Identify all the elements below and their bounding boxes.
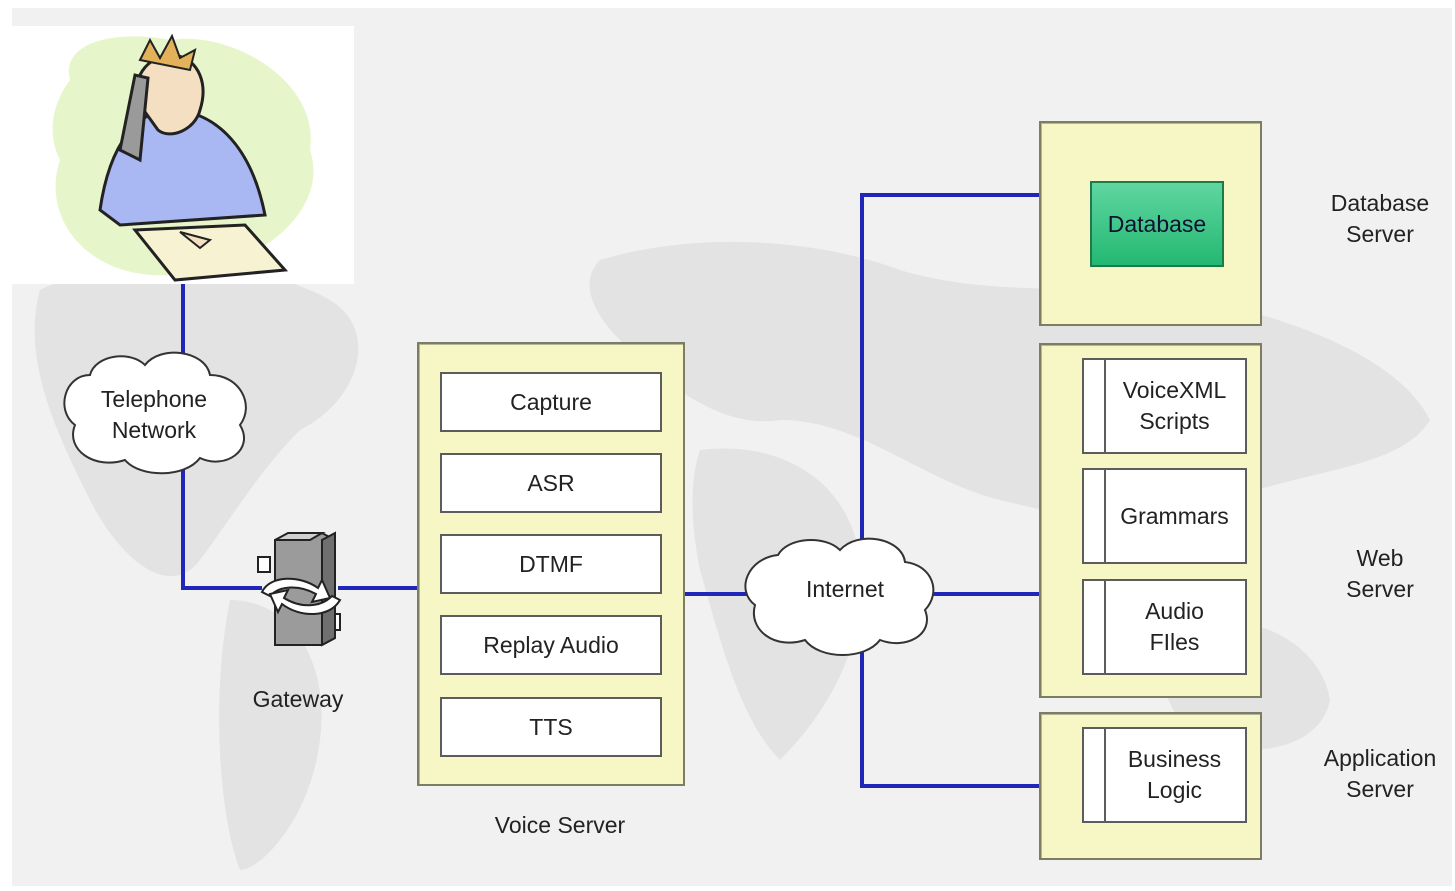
telephone-network-label: Telephone Network bbox=[100, 386, 208, 443]
gateway-label: Gateway bbox=[252, 686, 344, 712]
dtmf-module: DTMF bbox=[440, 534, 662, 594]
voicexml-scripts-module: VoiceXML Scripts bbox=[1082, 358, 1247, 454]
network-links bbox=[181, 193, 1040, 788]
capture-module: Capture bbox=[440, 372, 662, 432]
database-server-label: Database Server bbox=[1330, 190, 1430, 247]
gateway-icon bbox=[257, 531, 342, 647]
web-server-label: Web Server bbox=[1346, 545, 1414, 602]
internet-cloud bbox=[744, 537, 935, 656]
grammars-module: Grammars bbox=[1082, 468, 1247, 564]
tts-module: TTS bbox=[440, 697, 662, 757]
voice-server-label: Voice Server bbox=[494, 812, 626, 838]
link-internet-appserver bbox=[860, 645, 1040, 788]
application-server-label: Application Server bbox=[1323, 745, 1437, 802]
link-internet-database bbox=[860, 193, 1040, 545]
person-on-phone-icon bbox=[52, 33, 314, 282]
audio-files-module: Audio FIles bbox=[1082, 579, 1247, 675]
business-logic-module: Business Logic bbox=[1082, 727, 1247, 823]
link-telephone-gateway bbox=[181, 470, 262, 590]
telephone-network-cloud bbox=[63, 351, 247, 475]
asr-module: ASR bbox=[440, 453, 662, 513]
database-block: Database bbox=[1090, 181, 1224, 267]
internet-label: Internet bbox=[806, 576, 884, 602]
replay-audio-module: Replay Audio bbox=[440, 615, 662, 675]
